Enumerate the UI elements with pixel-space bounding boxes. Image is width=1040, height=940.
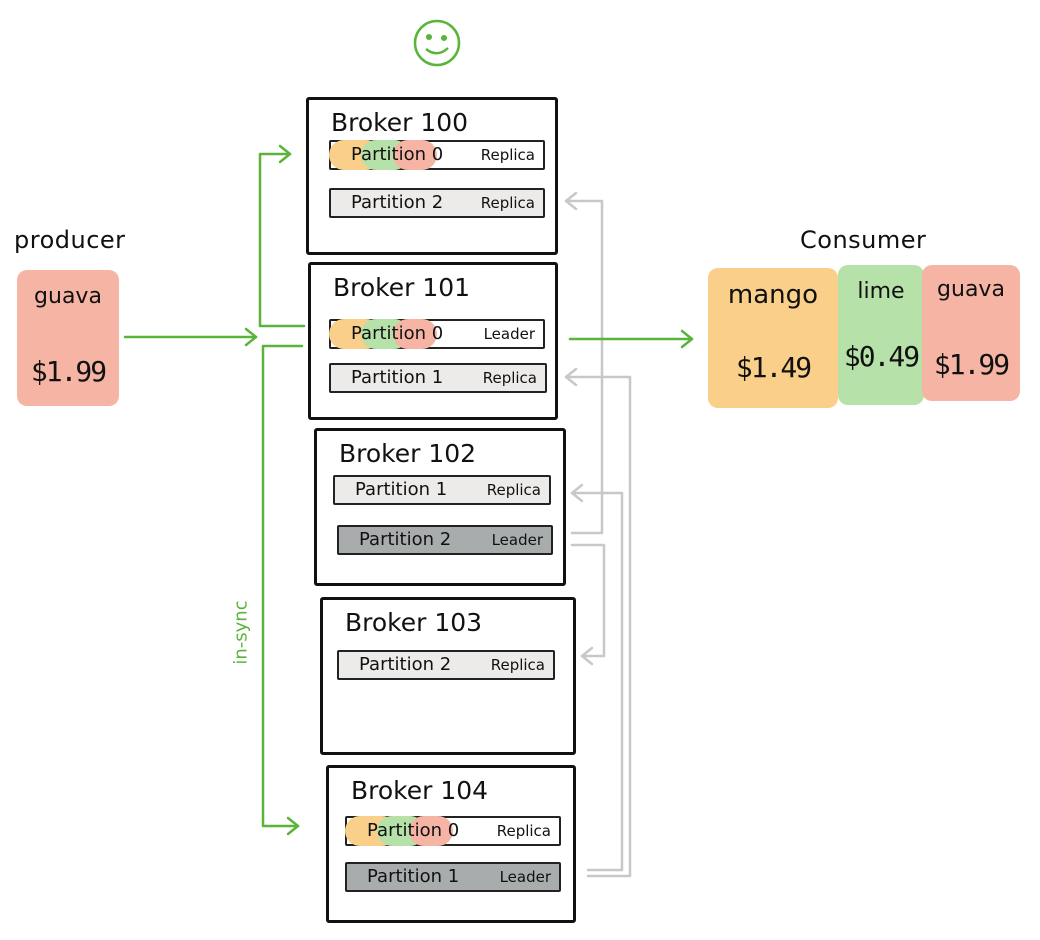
broker-104: Broker 104 Partition 0 Replica Partition…: [326, 765, 576, 923]
consumer-title: Consumer: [800, 226, 927, 254]
broker-102-partition-1: Partition 1 Replica: [333, 475, 551, 505]
replication-arrow-p2-to-100: [564, 199, 604, 535]
partition-role: Leader: [483, 325, 535, 343]
message-blob-guava: [409, 816, 453, 846]
broker-102: Broker 102 Partition 1 Replica Partition…: [314, 428, 566, 586]
partition-role: Replica: [496, 822, 551, 840]
flow-arrows: [123, 144, 694, 836]
producer-price: $1.99: [30, 355, 107, 388]
broker-title: Broker 102: [339, 439, 477, 468]
replication-arrows: [564, 191, 632, 878]
replication-arrow-p2-to-103: [570, 543, 606, 658]
broker-100-partition-2: Partition 2 Replica: [329, 188, 545, 218]
partition-role: Leader: [491, 531, 543, 549]
partition-role: Replica: [490, 656, 545, 674]
broker-101: Broker 101 Partition 0 Leader Partition …: [308, 262, 558, 420]
broker-100-partition-0: Partition 0 Replica: [329, 140, 545, 170]
consumer-fruit: guava: [937, 277, 1005, 302]
partition-name: Partition 0: [351, 323, 444, 344]
broker-title: Broker 101: [333, 273, 471, 302]
insync-label: in-sync: [230, 600, 252, 665]
partition-name: Partition 1: [351, 367, 444, 388]
partition-name: Partition 2: [359, 529, 452, 550]
consumer-price: $1.49: [735, 351, 812, 384]
partition-name: Partition 2: [351, 192, 444, 213]
broker-102-partition-2: Partition 2 Leader: [337, 525, 553, 555]
smiley-face-icon: [413, 19, 461, 67]
partition-name: Partition 1: [367, 866, 460, 887]
insync-arrow-to-104: [261, 344, 304, 828]
partition-name: Partition 2: [359, 654, 452, 675]
producer-fruit: guava: [34, 284, 102, 309]
consumer-fruit: mango: [727, 280, 819, 310]
partition-role: Replica: [480, 146, 535, 164]
consumer-card-mango: mango $1.49: [708, 268, 838, 408]
partition-role: Replica: [480, 194, 535, 212]
consumer-fruit: lime: [857, 279, 905, 304]
broker-100: Broker 100 Partition 0 Replica Partition…: [306, 97, 558, 255]
message-blob-guava: [393, 319, 437, 349]
consumer-price: $0.49: [843, 340, 920, 373]
message-blob-guava: [393, 140, 437, 170]
broker-title: Broker 100: [331, 108, 469, 137]
insync-arrow-to-100: [258, 152, 306, 328]
broker-103-partition-2: Partition 2 Replica: [337, 650, 555, 680]
partition-role: Leader: [499, 868, 551, 886]
broker-104-partition-1: Partition 1 Leader: [345, 862, 561, 892]
partition-name: Partition 0: [367, 820, 460, 841]
producer-title: producer: [14, 226, 126, 254]
replication-arrow-p1-to-102: [570, 491, 624, 872]
broker-103: Broker 103 Partition 2 Replica: [320, 597, 576, 755]
consumer-card-lime: lime $0.49: [838, 265, 924, 405]
partition-name: Partition 1: [355, 479, 448, 500]
replication-arrow-p1-to-101: [564, 375, 632, 878]
consumer-price: $1.99: [933, 348, 1010, 381]
broker-title: Broker 104: [351, 776, 489, 805]
broker-104-partition-0: Partition 0 Replica: [345, 816, 561, 846]
broker-101-partition-1: Partition 1 Replica: [329, 363, 547, 393]
broker-101-partition-0: Partition 0 Leader: [329, 319, 545, 349]
producer-message-card: guava $1.99: [17, 270, 119, 406]
partition-name: Partition 0: [351, 144, 444, 165]
partition-role: Replica: [486, 481, 541, 499]
consumer-card-guava: guava $1.99: [922, 265, 1020, 401]
partition-role: Replica: [482, 369, 537, 387]
broker-title: Broker 103: [345, 608, 483, 637]
